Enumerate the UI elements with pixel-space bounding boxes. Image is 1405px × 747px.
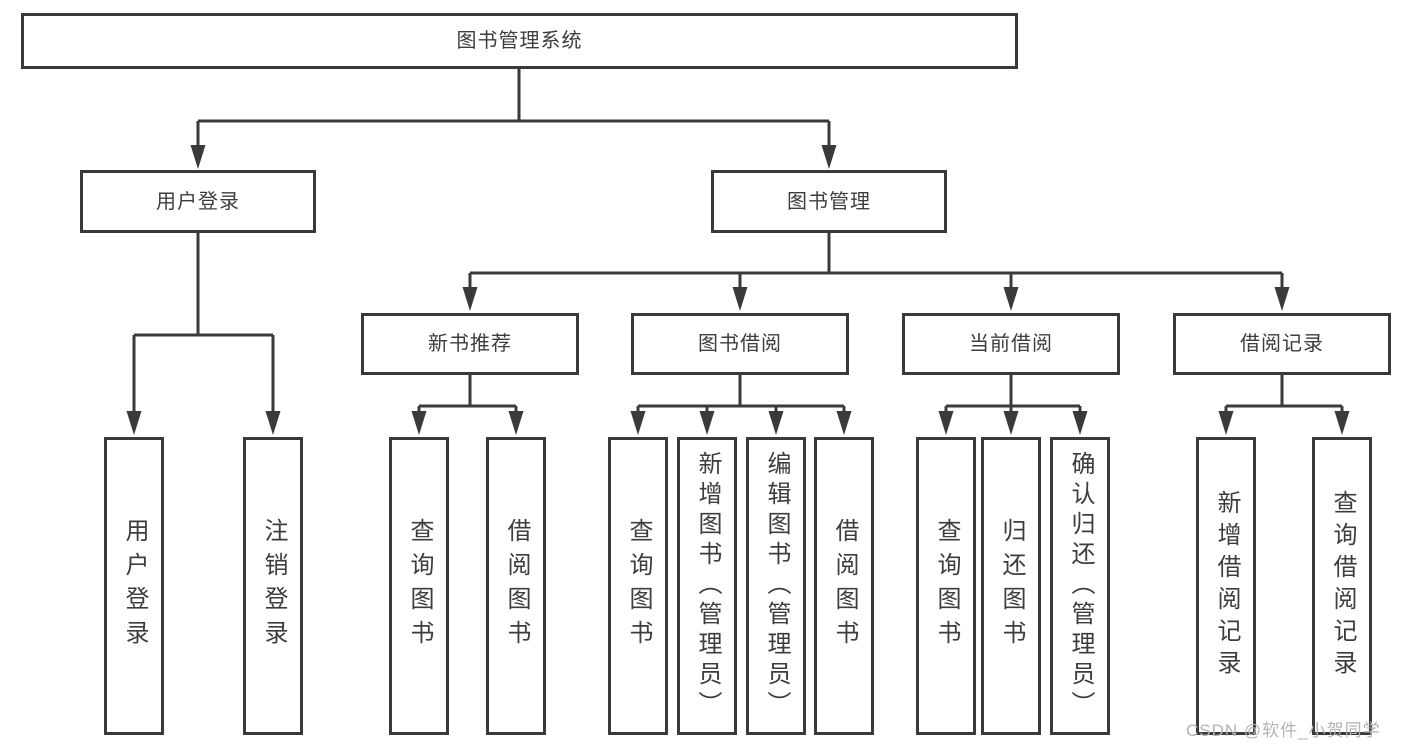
leaf-add-borrow-record: 新增借阅记录 [1196,437,1256,735]
node-borrow-records: 借阅记录 [1173,313,1391,375]
leaf-confirm-return-admin: 确认归还（管理员） [1050,437,1110,735]
leaf-borrow-books: 借阅图书 [814,437,874,735]
book-management-branch [462,233,1290,311]
leaf-query-books-recommend: 查询图书 [389,437,449,735]
new-book-recommend-branch [411,375,524,435]
current-borrow-branch [938,375,1088,435]
leaf-query-books-borrow: 查询图书 [608,437,668,735]
leaf-add-books-admin: 新增图书（管理员） [677,437,737,735]
leaf-return-books: 归还图书 [981,437,1041,735]
borrow-records-branch [1218,375,1350,435]
node-new-book-recommend: 新书推荐 [361,313,579,375]
book-borrow-branch [630,375,852,435]
leaf-query-books-current: 查询图书 [916,437,976,735]
leaf-logout: 注销登录 [243,437,303,735]
node-user-login: 用户登录 [80,170,316,233]
leaf-edit-books-admin: 编辑图书（管理员） [746,437,806,735]
node-root-system: 图书管理系统 [21,13,1018,69]
root-branch [190,69,837,169]
csdn-watermark: CSDN @软件_小贺同学 [1186,721,1381,740]
node-book-management: 图书管理 [711,170,947,233]
leaf-query-borrow-record: 查询借阅记录 [1312,437,1372,735]
node-book-borrow: 图书借阅 [631,313,849,375]
user-login-branch [126,233,281,435]
leaf-user-login: 用户登录 [104,437,164,735]
node-current-borrow: 当前借阅 [902,313,1120,375]
leaf-borrow-books-recommend: 借阅图书 [486,437,546,735]
